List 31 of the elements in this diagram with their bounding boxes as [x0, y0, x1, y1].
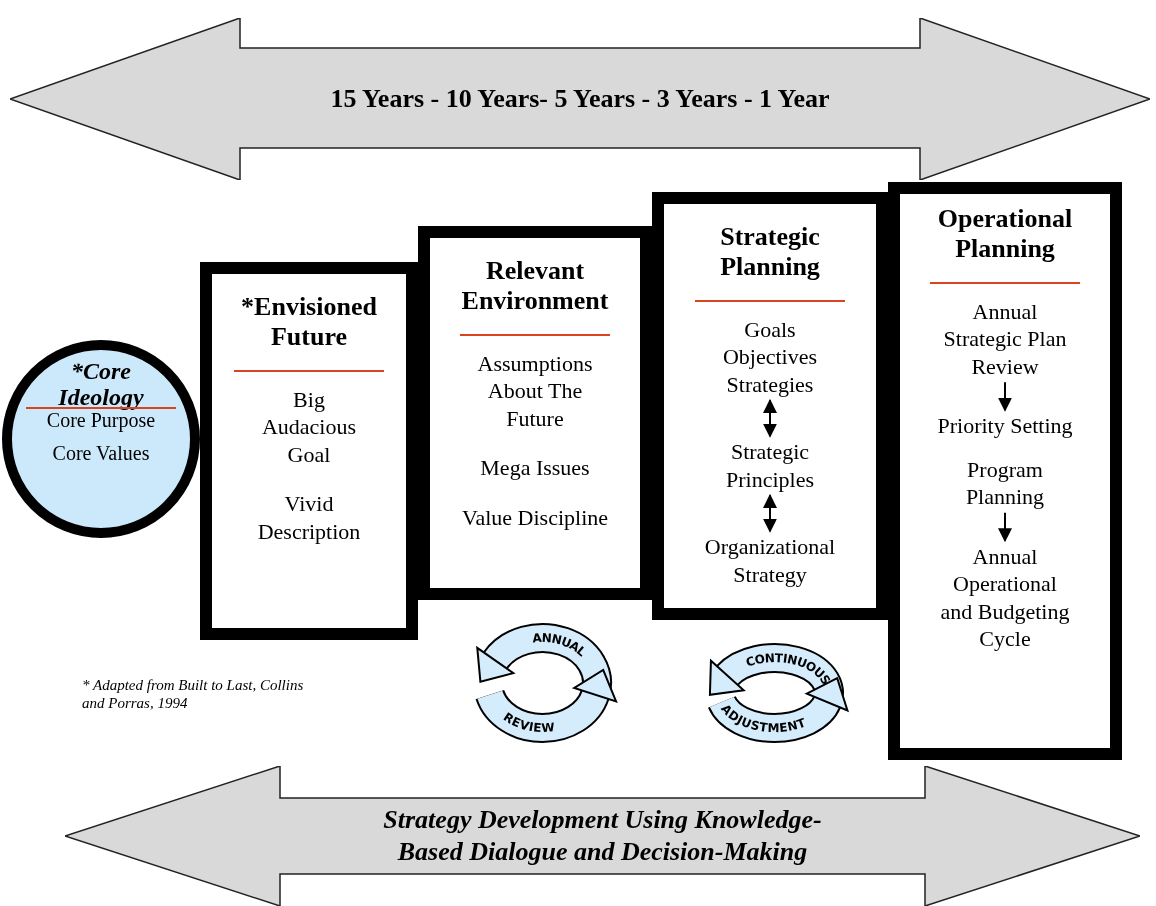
timeline-label: 15 Years - 10 Years- 5 Years - 3 Years - 1 Year: [330, 82, 830, 115]
panel-heading: Operational Planning: [936, 204, 1074, 264]
item-text: Assumptions About The Future: [476, 349, 594, 433]
arrow: [763, 493, 777, 533]
panel-heading: Strategic Planning: [719, 222, 821, 282]
panel-heading: Relevant Environment: [460, 256, 610, 316]
arrow: [998, 511, 1012, 543]
step-text: Annual Operational and Budgeting Cycle: [935, 542, 1075, 653]
timeline-arrow: [10, 18, 1150, 180]
step-text: Annual Strategic Plan Review: [935, 297, 1075, 381]
item-text: Core Values: [52, 441, 150, 465]
item-text: Big Audacious Goal: [260, 385, 358, 469]
cycle-label: REVIEW: [500, 709, 556, 736]
item-text: Core Purpose: [46, 408, 156, 432]
footnote: * Adapted from Built to Last, Collins and Porras, 1994: [82, 676, 305, 712]
stage-panel: [888, 182, 1122, 760]
panel-heading: *Envisioned Future: [240, 292, 378, 352]
step-text: Goals Objectives Strategies: [695, 315, 845, 399]
panel-heading: *Core Ideology: [57, 358, 145, 411]
step-text: Strategic Principles: [695, 438, 845, 494]
step-text: Priority Setting: [937, 412, 1073, 440]
timeline-arrow: [65, 766, 1140, 906]
stage-panel: [200, 262, 418, 640]
arrow: [998, 381, 1012, 412]
item-text: Mega Issues: [480, 454, 590, 482]
item-text: Vivid Description: [256, 490, 362, 546]
item-text: Value Discipline: [462, 503, 608, 532]
step-text: Program Planning: [935, 455, 1075, 511]
arrow: [763, 398, 777, 438]
timeline-label: Strategy Development Using Knowledge-Based Dialogue and Decision-Making: [382, 803, 823, 868]
step-text: Organizational Strategy: [695, 533, 845, 589]
